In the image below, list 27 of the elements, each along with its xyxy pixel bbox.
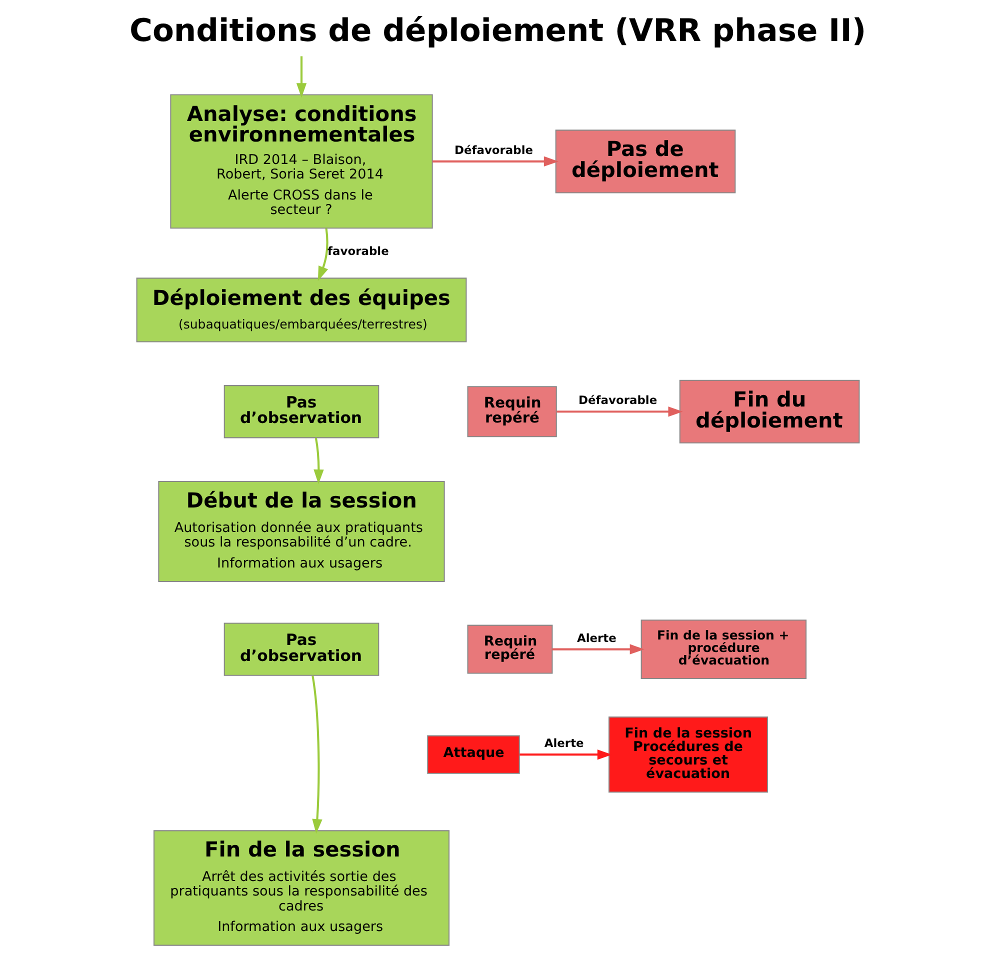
edge-label: Alerte [576, 630, 616, 645]
node-box: Fin de la session Arrêt des activités sortie des pratiquants sous la responsabilité des cadres Information aux usagers [153, 830, 450, 946]
node-box: Requin repéré [467, 624, 553, 674]
edge-label: favorable [328, 244, 389, 258]
arrow [552, 644, 644, 654]
arrow [520, 749, 612, 760]
edge-label: Alerte [544, 736, 584, 750]
node-box: Pas de déploiement [555, 130, 736, 194]
arrow [556, 406, 683, 417]
node-box: Requin repéré [467, 386, 557, 438]
diagram-title: Conditions de déploiement (VRR phase II) [130, 12, 866, 49]
edge-label: Défavorable [454, 142, 534, 157]
node-box: Pas d’observation [224, 622, 380, 676]
arrow [314, 438, 324, 484]
node-box: Fin du déploiement [679, 380, 860, 444]
node-box: Pas d’observation [224, 385, 380, 438]
node-box: Début de la session Autorisation donnée aux pratiquants sous la responsabilité d’un cadre. Information aux usagers [158, 480, 445, 582]
arrow [312, 675, 322, 834]
node-box: Déploiement des équipes (subaquatiques/embarquées/terrestres) [136, 278, 467, 342]
node-box: Fin de la session + procédure d’évacuation [640, 620, 807, 679]
arrow [432, 156, 559, 167]
arrow [296, 56, 307, 98]
arrow [318, 228, 328, 281]
node-box: Fin de la session Procédures de secours et évacuation [608, 716, 768, 793]
edge-label: Défavorable [578, 393, 658, 408]
node-box: Analyse: conditions environnementales IRD 2014 – Blaison, Robert, Soria Seret 2014 Alerte CROSS dans le secteur ? [170, 94, 433, 229]
node-box: Attaque [427, 735, 520, 774]
